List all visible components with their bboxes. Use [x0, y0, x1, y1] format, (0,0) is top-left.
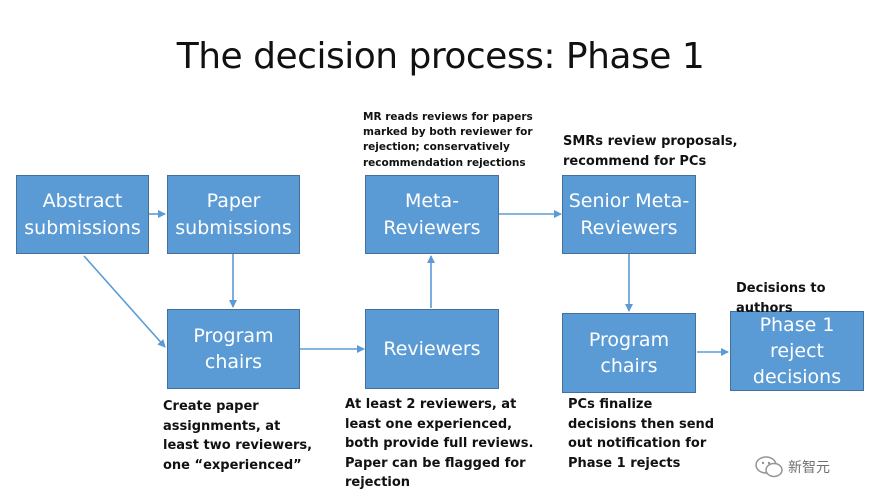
node-program-chairs-right: Program chairs	[562, 313, 696, 393]
wechat-icon	[755, 456, 783, 478]
note-program-chairs-left: Create paper assignments, at least two r…	[163, 399, 313, 473]
note-program-chairs-right: PCs finalize decisions then send out not…	[568, 397, 715, 471]
note-reviewers: At least 2 reviewers, at least one exper…	[345, 397, 534, 490]
note-decisions-to-authors: Decisions to authors	[736, 281, 826, 316]
watermark-text: 新智元	[788, 460, 830, 476]
arrow-abstract-to-pc	[83, 255, 166, 348]
node-phase1-reject-decisions: Phase 1 reject decisions	[730, 311, 864, 391]
node-program-chairs-left: Program chairs	[167, 309, 300, 389]
node-abstract-submissions: Abstract submissions	[16, 175, 149, 254]
watermark: 新智元	[754, 450, 876, 484]
node-meta-reviewers: Meta- Reviewers	[365, 175, 499, 254]
note-senior-meta-reviewers: SMRs review proposals, recommend for PCs	[563, 134, 738, 169]
node-reviewers: Reviewers	[365, 309, 499, 389]
slide-title: The decision process: Phase 1	[176, 36, 705, 77]
note-meta-reviewers: MR reads reviews for papers marked by bo…	[363, 111, 533, 169]
node-senior-meta-reviewers: Senior Meta- Reviewers	[562, 175, 696, 254]
node-paper-submissions: Paper submissions	[167, 175, 300, 254]
